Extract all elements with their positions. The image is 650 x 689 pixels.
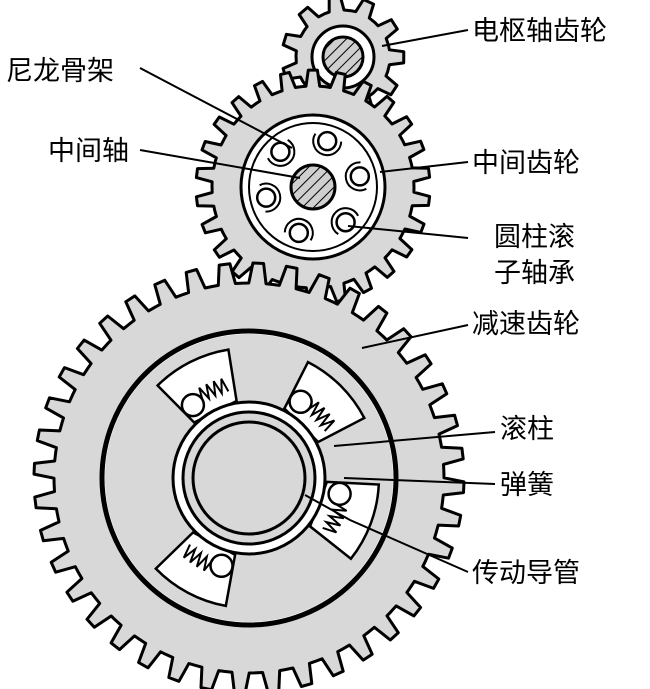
label-intermediate-gear: 中间齿轮 [472, 148, 580, 179]
leader-intermediate-shaft [139, 149, 301, 179]
label-nylon-frame: 尼龙骨架 [6, 56, 114, 87]
bearing-pocket [344, 161, 367, 192]
clutch-spring [306, 401, 336, 432]
clutch-pocket [282, 360, 366, 444]
label-roller-bearing-2: 子轴承 [494, 258, 575, 289]
leader-intermediate-gear [379, 161, 469, 173]
label-spring: 弹簧 [500, 470, 554, 501]
clutch-spring [198, 378, 230, 403]
reduction-gear-inner-ring-edge [101, 330, 397, 626]
leader-lines [139, 29, 496, 573]
roller-clutch-pockets [154, 348, 381, 608]
clutch-spring [322, 502, 348, 534]
leader-roller-bearing [347, 225, 469, 239]
bearing-pocket [312, 133, 343, 157]
clutch-spring [182, 544, 214, 572]
label-armature-gear: 电枢轴齿轮 [472, 16, 607, 47]
bearing-pocket [283, 217, 314, 241]
armature-shaft-section [321, 35, 365, 79]
label-drive-sleeve: 传动导管 [472, 558, 580, 589]
leader-drive-sleeve [304, 494, 469, 573]
bearing-pocket [330, 207, 359, 235]
leader-armature-gear [381, 29, 469, 47]
reduction-gear [32, 261, 466, 689]
label-roller-bearing-1: 圆柱滚 [494, 222, 575, 253]
labels: 电枢轴齿轮 尼龙骨架 中间轴 中间齿轮 圆柱滚 子轴承 减速齿轮 滚柱 弹簧 传… [6, 16, 607, 589]
bearing-roller [349, 166, 371, 187]
bearing-roller [288, 222, 310, 244]
drive-sleeve-inner [191, 420, 307, 536]
clutch-pocket [155, 348, 238, 425]
clutch-roller [288, 389, 313, 415]
clutch-roller [180, 392, 206, 418]
clutch-roller [327, 481, 352, 507]
bearing-pocket [267, 139, 296, 167]
leader-spring [343, 477, 496, 485]
bearing-pocket [259, 182, 282, 213]
leader-roller [333, 431, 496, 447]
label-reduction-gear: 减速齿轮 [472, 309, 580, 340]
bearing-roller [255, 187, 277, 208]
leader-nylon-frame [139, 67, 293, 149]
bearing-roller [335, 211, 356, 233]
leader-reduction-gear [361, 324, 469, 349]
clutch-pocket [154, 530, 237, 608]
label-roller: 滚柱 [500, 414, 554, 445]
bearing-roller [316, 130, 338, 152]
intermediate-shaft-section [289, 163, 337, 211]
label-intermediate-shaft: 中间轴 [48, 136, 129, 167]
clutch-roller [209, 553, 234, 579]
